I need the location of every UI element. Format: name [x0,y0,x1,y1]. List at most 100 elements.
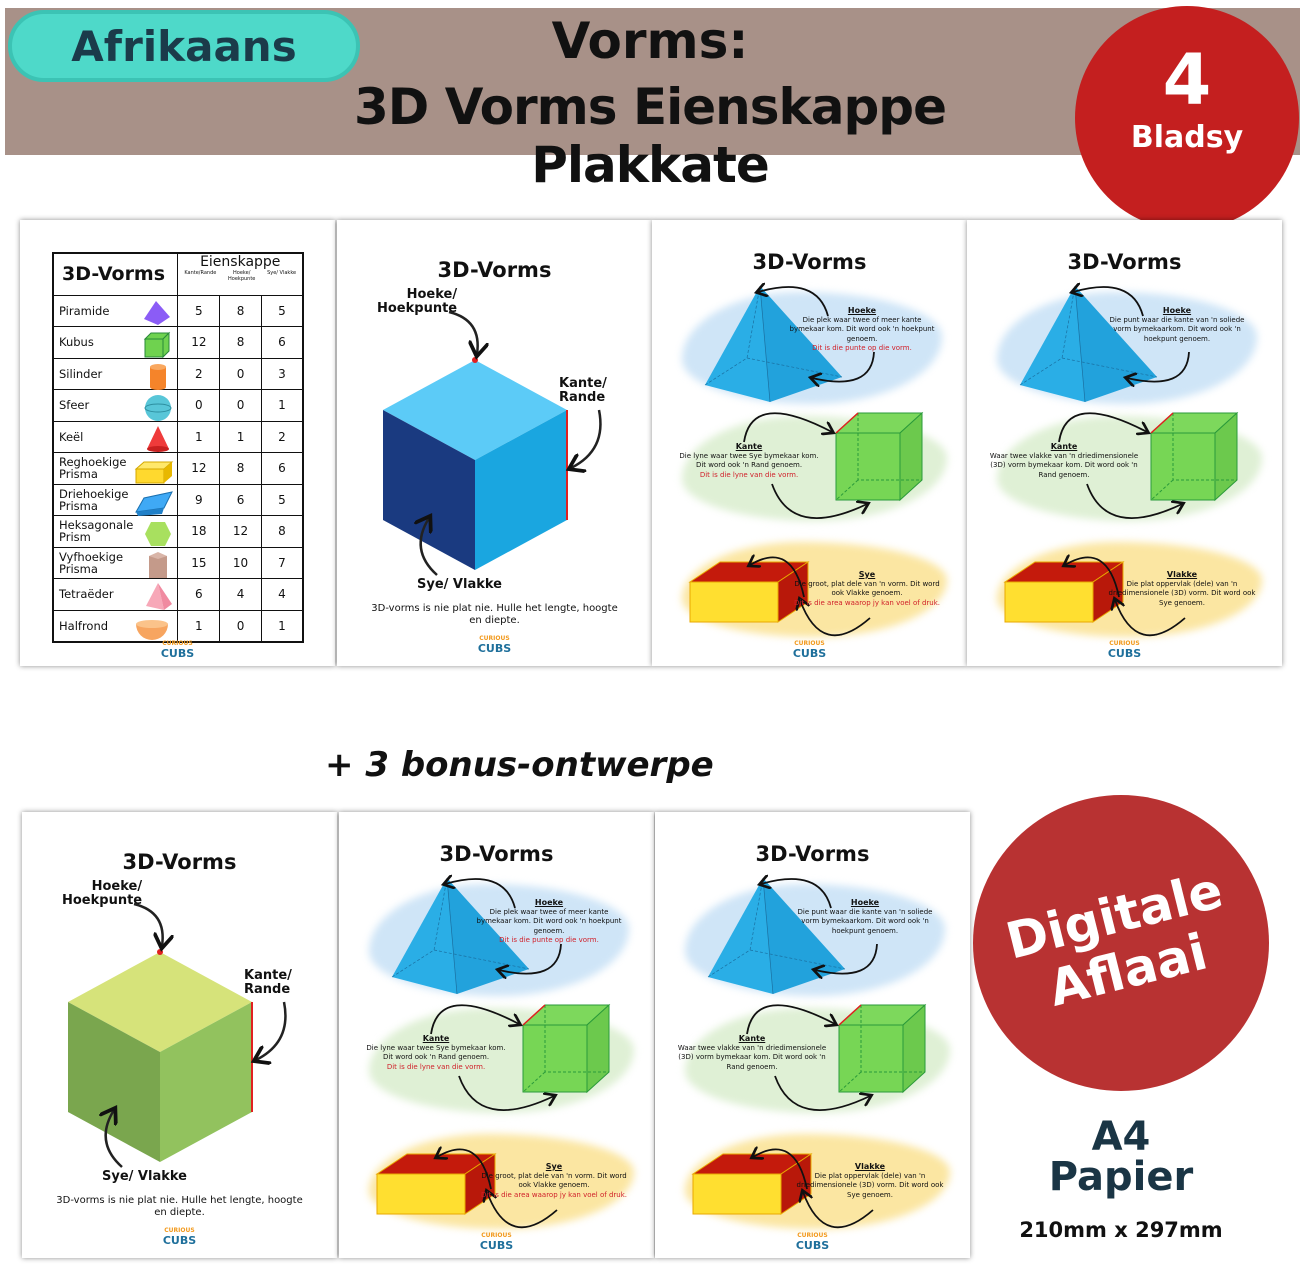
poster-cube-blue: 3D-Vorms Hoeke/ Hoekpunte Kante/ Rande S… [337,220,652,666]
shapes-illustration [375,812,611,1229]
poster-caption: 3D-vorms is nie plat nie. Hulle het leng… [56,1195,303,1218]
paper-label: Papier [1048,1154,1194,1200]
poster-title: 3D-Vorms [437,258,552,282]
property-value: 1 [260,609,304,642]
bonus-label: + 3 bonus-ontwerpe [325,745,714,785]
shape-name: Sfeer [59,398,90,413]
property-value: 5 [177,294,221,327]
poster-info_a: 3D-Vorms Hoeke Die plek waar twee of mee… [652,220,967,666]
section-text: Die punt waar die kante van 'n soliede v… [1109,315,1245,343]
corner-label: Hoeke/ Hoekpunte [62,879,143,908]
column-header: Kante/Rande [184,270,217,276]
property-value: 0 [177,389,221,422]
property-value: 8 [260,515,304,548]
section-hoeke: Hoeke Die plek waar twee of meer kante b… [787,306,937,354]
section-note: Dit is die lyne van die vorm. [386,1062,486,1071]
poster-info_b: 3D-Vorms Hoeke Die punt waar die kante v… [655,812,970,1258]
section-heading: Hoeke [1162,306,1192,315]
section-text: Die punt waar die kante van 'n soliede v… [797,907,933,935]
property-value: 15 [177,546,221,579]
arrow-icon [256,1001,287,1060]
face-label: Sye/ Vlakke [417,577,502,592]
poster-title: 3D-Vorms [752,250,867,274]
rectangular-prism-illustration [1003,561,1125,623]
section-kante: Kante Die lyne waar twee Sye bymekaar ko… [361,1034,511,1072]
section-text: Die plek waar twee of meer kante bymekaa… [476,907,622,935]
section-note: Dit is die area waarop jy kan voel of dr… [794,598,940,607]
arrow-icon [571,409,602,468]
section-vlakke: Vlakke Die plat oppervlak (dele) van 'n … [795,1162,945,1200]
poster-info_b: 3D-Vorms Hoeke Die punt waar die kante v… [967,220,1282,666]
sphere-icon [144,395,172,421]
property-value: 3 [260,357,304,390]
section-heading: Hoeke [847,306,877,315]
poster-title: 3D-Vorms [1067,250,1182,274]
property-value: 0 [219,357,262,390]
property-value: 10 [219,546,262,579]
cube-illustration [834,411,924,502]
paper-size: A4 [1091,1114,1151,1160]
cube-illustration [383,310,602,576]
pyramid-icon [144,300,171,325]
property-value: 9 [177,483,221,516]
edge-label: Kante/ Rande [559,376,607,405]
page-count-badge: 4 Bladsy [1075,6,1299,230]
shape-name: Driehoekige Prisma [59,486,129,513]
property-value: 5 [260,294,304,327]
section-vlakke: Vlakke Die plat oppervlak (dele) van 'n … [1107,570,1257,608]
shapes-illustration [691,812,927,1229]
poster-cube-green: 3D-Vorms Hoeke/ Hoekpunte Kante/ Rande S… [22,812,337,1258]
poster-title: 3D-Vorms [439,842,554,866]
property-value: 0 [219,389,262,422]
property-value: 6 [260,452,304,485]
cylinder-icon [150,363,167,390]
rectangular-prism-icon [135,461,174,484]
section-heading: Kante [422,1034,450,1043]
section-heading: Sye [545,1162,563,1171]
arrow-icon [133,902,163,946]
arrow-icon [421,518,438,576]
section-heading: Vlakke [1166,570,1198,579]
section-hoeke: Hoeke Die punt waar die kante van 'n sol… [790,898,940,936]
poster-info_a: 3D-Vorms Hoeke Die plek waar twee of mee… [339,812,654,1258]
section-text: Die groot, plat dele van 'n vorm. Dit wo… [794,579,940,598]
section-sye: Sye Die groot, plat dele van 'n vorm. Di… [479,1162,629,1200]
section-kante: Kante Die lyne waar twee Sye bymekaar ko… [674,442,824,480]
pyramid-illustration [707,877,846,995]
page-count-label: Bladsy [1130,120,1244,155]
section-note: Dit is die area waarop jy kan voel of dr… [481,1190,627,1199]
cube-illustration [68,902,287,1168]
property-value: 7 [260,546,304,579]
cube-illustration [1149,411,1239,502]
section-heading: Hoeke [850,898,880,907]
cone-icon [147,425,170,452]
table-title: 3D-Vorms [52,252,179,296]
property-value: 0 [219,609,262,642]
property-value: 1 [260,389,304,422]
property-value: 2 [177,357,221,390]
rectangular-prism-illustration [691,1153,813,1215]
edge-label: Kante/ Rande [244,968,292,997]
digital-download-badge: Digitale Aflaai [973,795,1269,1091]
shape-name: Keël [59,429,84,444]
section-heading: Vlakke [854,1162,886,1171]
section-hoeke: Hoeke Die plek waar twee of meer kante b… [474,898,624,946]
face-label: Sye/ Vlakke [102,1169,187,1184]
property-value: 2 [260,420,304,453]
hemisphere-icon [136,619,169,640]
property-value: 12 [177,452,221,485]
